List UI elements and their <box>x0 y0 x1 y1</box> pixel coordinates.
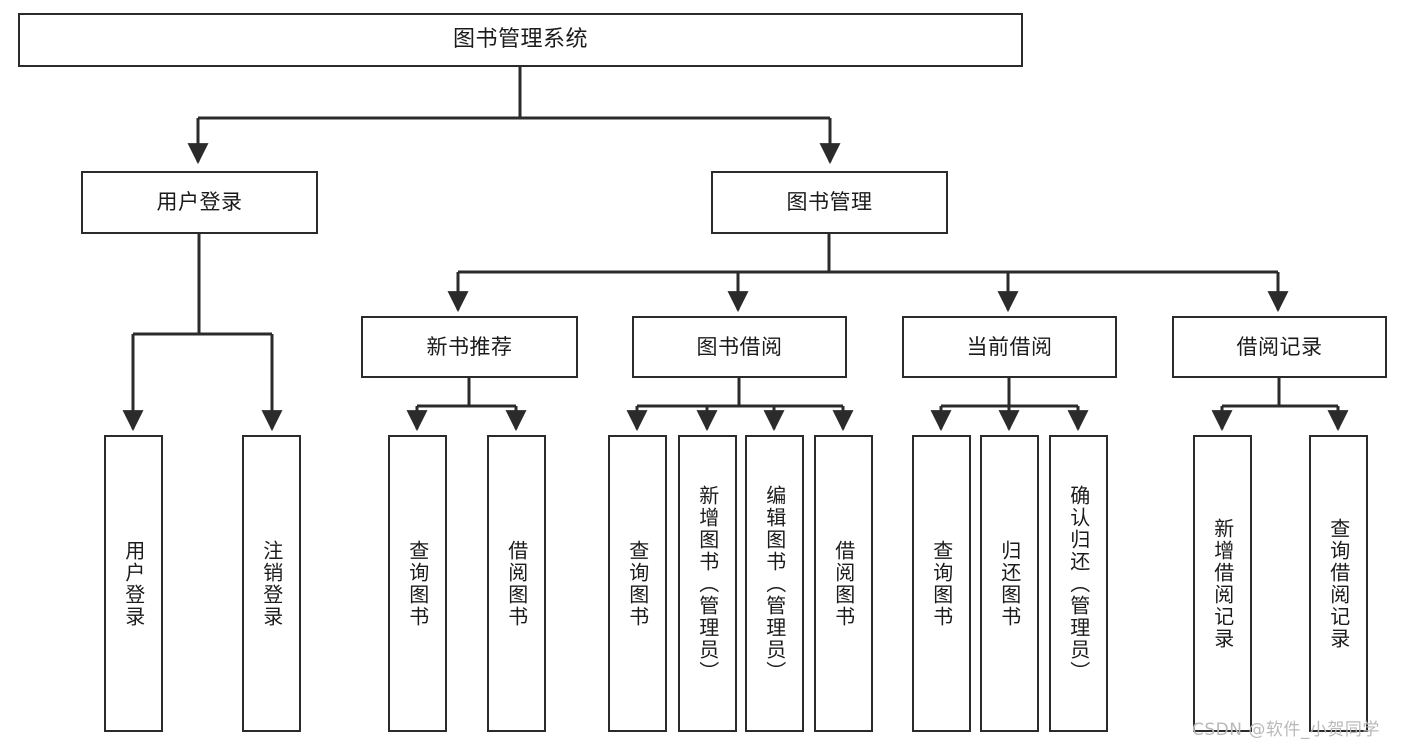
leaf-add-borrow-record[interactable]: 新增借阅记录 <box>1193 435 1252 732</box>
node-label: 确认归还（管理员） <box>1066 484 1091 683</box>
node-label: 图书管理系统 <box>452 27 588 53</box>
node-label: 查询借阅记录 <box>1326 517 1351 650</box>
node-label: 借阅图书 <box>831 539 856 628</box>
leaf-add-book-admin[interactable]: 新增图书（管理员） <box>678 435 737 732</box>
leaf-confirm-return-admin[interactable]: 确认归还（管理员） <box>1049 435 1108 732</box>
node-root-system[interactable]: 图书管理系统 <box>18 13 1023 67</box>
node-user-login[interactable]: 用户登录 <box>81 171 318 234</box>
node-book-borrow[interactable]: 图书借阅 <box>632 316 847 378</box>
node-label: 注销登录 <box>259 539 284 628</box>
leaf-logout[interactable]: 注销登录 <box>242 435 301 732</box>
node-book-management[interactable]: 图书管理 <box>711 171 948 234</box>
leaf-edit-book-admin[interactable]: 编辑图书（管理员） <box>745 435 804 732</box>
node-label: 查询图书 <box>405 539 430 628</box>
node-label: 编辑图书（管理员） <box>762 484 787 683</box>
leaf-query-book-recommend[interactable]: 查询图书 <box>388 435 447 732</box>
node-label: 新书推荐 <box>426 334 513 359</box>
node-label: 借阅图书 <box>504 539 529 628</box>
node-label: 归还图书 <box>997 539 1022 628</box>
node-new-book-recommend[interactable]: 新书推荐 <box>361 316 578 378</box>
node-label: 用户登录 <box>121 539 146 628</box>
node-label: 图书借阅 <box>696 334 783 359</box>
leaf-query-book-current[interactable]: 查询图书 <box>912 435 971 732</box>
leaf-query-borrow-record[interactable]: 查询借阅记录 <box>1309 435 1368 732</box>
node-label: 新增借阅记录 <box>1210 517 1235 650</box>
leaf-user-login[interactable]: 用户登录 <box>104 435 163 732</box>
leaf-query-book-borrow[interactable]: 查询图书 <box>608 435 667 732</box>
node-label: 新增图书（管理员） <box>695 484 720 683</box>
node-label: 用户登录 <box>156 190 243 215</box>
node-label: 图书管理 <box>786 190 873 215</box>
leaf-return-book[interactable]: 归还图书 <box>980 435 1039 732</box>
leaf-borrow-book[interactable]: 借阅图书 <box>814 435 873 732</box>
node-borrow-records[interactable]: 借阅记录 <box>1172 316 1387 378</box>
node-current-borrow[interactable]: 当前借阅 <box>902 316 1117 378</box>
node-label: 查询图书 <box>625 539 650 628</box>
leaf-borrow-book-recommend[interactable]: 借阅图书 <box>487 435 546 732</box>
watermark-text: CSDN @软件_小贺同学 <box>1192 720 1380 740</box>
node-label: 当前借阅 <box>966 334 1053 359</box>
node-label: 借阅记录 <box>1236 334 1323 359</box>
node-label: 查询图书 <box>929 539 954 628</box>
